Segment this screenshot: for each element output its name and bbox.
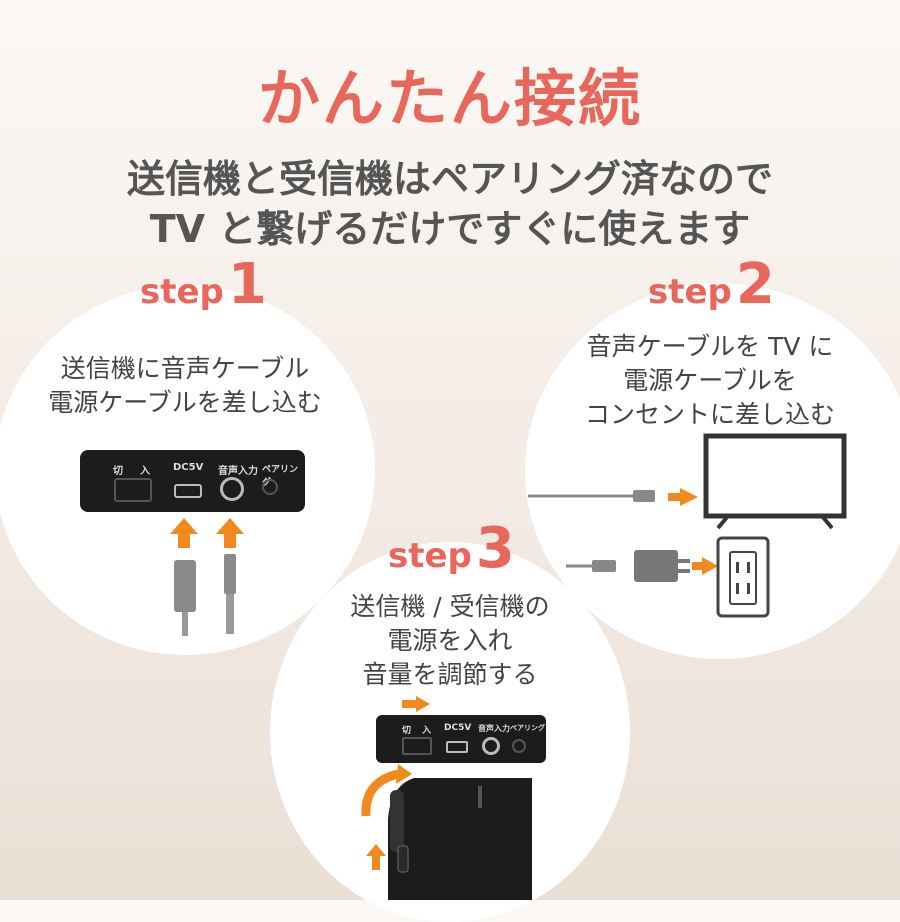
step2-line: 音声ケーブルを TV に [586, 332, 834, 361]
step2-graphics [528, 433, 847, 618]
usb-plug-icon [174, 560, 196, 612]
power-switch [402, 737, 432, 755]
dc-plug-icon [592, 560, 616, 572]
step1-word: step [140, 272, 224, 312]
switch-on-label: 入 [140, 466, 150, 477]
audio-cable [226, 594, 234, 634]
step3-description: 送信機 / 受信機の 電源を入れ 音量を調節する [290, 590, 610, 692]
dc5v-label: DC5V [444, 723, 472, 733]
step2-number: 2 [735, 252, 775, 317]
step1-description: 送信機に音声ケーブル 電源ケーブルを差し込む [0, 352, 370, 420]
rotate-arrow-icon [361, 769, 400, 817]
ac-adapter-icon [634, 550, 678, 582]
tv-icon [703, 433, 847, 519]
arrow-up-icon [216, 518, 244, 548]
switch-off-label: 切 [402, 726, 412, 736]
step3-word: step [388, 536, 472, 576]
pairing-button [262, 479, 278, 495]
audio-plug-icon [224, 554, 236, 594]
step1-graphics [170, 518, 244, 636]
audio-input-label: 音声入力 [478, 724, 510, 733]
step1-line: 電源ケーブルを差し込む [48, 388, 322, 417]
step2-line: 電源ケーブルを [623, 366, 797, 395]
audio-port [482, 737, 500, 755]
dc5v-port [174, 484, 202, 498]
power-switch [114, 478, 152, 502]
step2-word: step [648, 272, 732, 312]
switch-off-label: 切 [113, 466, 123, 477]
pairing-label: ペアリング [510, 724, 545, 732]
dc5v-port [446, 741, 468, 753]
audio-port [220, 477, 244, 501]
receiver-device [388, 778, 532, 900]
arrow-right-icon [402, 696, 430, 712]
step2-heading: step2 [648, 252, 775, 317]
step1-line: 送信機に音声ケーブル [60, 354, 310, 383]
transmitter-device: 切 入 DC5V 音声入力 ペアリング [376, 715, 546, 763]
step1-heading: step1 [140, 252, 267, 317]
step2-description: 音声ケーブルを TV に 電源ケーブルを コンセントに差し込む [540, 330, 880, 432]
step2-line: コンセントに差し込む [584, 400, 835, 429]
step3-graphics [361, 696, 532, 900]
page-title: かんたん接続 [257, 62, 642, 135]
step1-number: 1 [227, 252, 267, 317]
step3-heading: step3 [388, 516, 515, 581]
subtitle-line-1: 送信機と受信機はペアリング済なので [126, 157, 773, 201]
switch-on-label: 入 [422, 726, 432, 736]
step3-line: 電源を入れ [387, 626, 513, 655]
arrow-up-icon [170, 518, 198, 548]
step3-line: 送信機 / 受信機の [350, 592, 550, 621]
dc5v-label: DC5V [173, 462, 204, 473]
arrow-up-icon [366, 844, 386, 870]
volume-dial [390, 790, 404, 852]
transmitter-device: 切 入 DC5V 音声入力 ペアリング [80, 450, 305, 512]
arrow-right-icon [692, 557, 718, 575]
usb-cable [182, 612, 188, 636]
step3-number: 3 [475, 516, 515, 581]
pairing-button [512, 739, 526, 753]
step3-line: 音量を調節する [362, 660, 538, 689]
arrow-right-icon [668, 488, 698, 506]
subtitle-line-2: TV と繋げるだけですぐに使えます [149, 207, 751, 251]
audio-input-label: 音声入力 [218, 466, 258, 477]
audio-plug-icon [633, 490, 655, 502]
